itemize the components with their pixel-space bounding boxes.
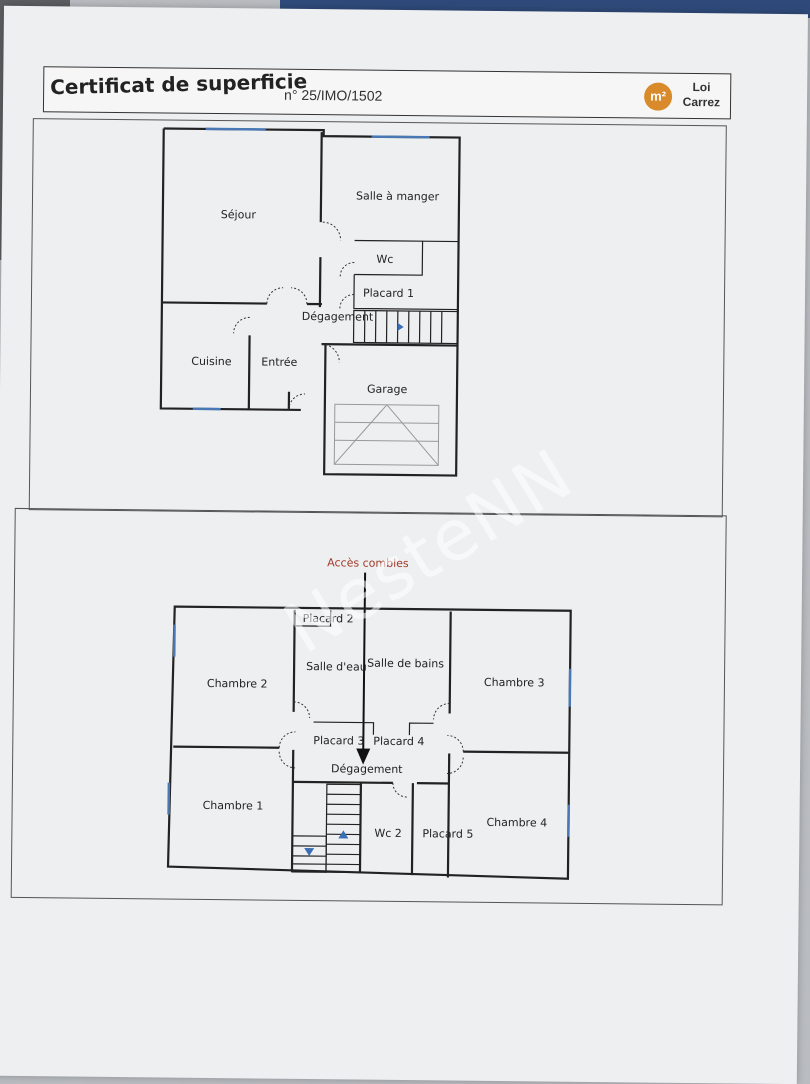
gf-window-sejour	[206, 129, 266, 130]
certificate-title: Certificat de superficie	[50, 69, 308, 99]
gf-door-wc	[340, 262, 354, 276]
room-salle-de-bains: Salle de bains	[367, 657, 444, 671]
gf-garage-door	[334, 404, 439, 465]
gf-door-placard	[340, 294, 354, 308]
gf-door-cuisine	[234, 317, 250, 333]
ff-door-sde	[294, 702, 310, 718]
gf-wall-cuisine-entree	[249, 335, 250, 409]
room-placard-4: Placard 4	[373, 735, 424, 749]
room-sejour: Séjour	[221, 208, 257, 221]
room-salle-a-manger: Salle à manger	[356, 189, 440, 203]
ff-wall-deg-ch4	[448, 753, 449, 877]
document-page: Certificat de superficie n° 25/IMO/1502 …	[0, 6, 808, 1084]
room-placard-1: Placard 1	[363, 287, 414, 301]
ff-outer-wall	[168, 607, 571, 879]
gf-door-sam	[323, 222, 341, 240]
room-chambre-1: Chambre 1	[203, 799, 264, 813]
room-chambre-4: Chambre 4	[486, 816, 547, 830]
room-garage: Garage	[367, 383, 408, 396]
certificate-number: n° 25/IMO/1502	[284, 87, 382, 104]
gf-window-sam	[372, 137, 430, 138]
ff-door-sdb	[434, 703, 450, 719]
ff-wall-ch3-ch4	[463, 752, 569, 753]
gf-door-sejour-1	[267, 288, 283, 304]
room-entree: Entrée	[261, 356, 297, 369]
ff-placard-4-walls	[409, 723, 433, 735]
room-cuisine: Cuisine	[191, 355, 232, 368]
room-placard-3: Placard 3	[313, 734, 364, 748]
gf-wall-sejour-cuisine	[162, 302, 267, 303]
gf-wall-sejour-deg	[320, 257, 321, 307]
loi-carrez-badge: Loi Carrez	[683, 80, 721, 110]
gf-door-sejour-2	[291, 288, 307, 304]
room-degagement-ff: Dégagement	[331, 762, 403, 776]
badge-line-2: Carrez	[683, 95, 721, 110]
ff-wall-ch2-ch1	[173, 747, 279, 748]
room-chambre-3: Chambre 3	[484, 676, 545, 690]
badge-line-1: Loi	[683, 80, 721, 95]
ff-stairs	[292, 784, 361, 873]
ground-floor-drawing: Séjour Salle à manger Wc Placard 1 Dégag…	[30, 119, 726, 516]
ground-floor-plan: Séjour Salle à manger Wc Placard 1 Dégag…	[29, 118, 727, 517]
gf-door-entree	[289, 394, 305, 410]
m2-logo-icon: m²	[644, 82, 672, 110]
room-wc: Wc	[376, 253, 393, 266]
room-degagement-gf: Dégagement	[302, 310, 374, 324]
gf-wall-garage-top	[321, 344, 457, 345]
gf-door-garage	[321, 344, 339, 362]
ff-wall-wc2-placard5	[412, 783, 413, 875]
ff-door-ch2	[279, 732, 295, 748]
room-placard-5: Placard 5	[422, 827, 473, 841]
certificate-header: Certificat de superficie n° 25/IMO/1502 …	[43, 66, 731, 119]
gf-wall-sejour-sam	[321, 132, 322, 222]
ff-wall-deg-bottom	[293, 782, 393, 783]
room-wc-2: Wc 2	[374, 827, 402, 840]
room-chambre-2: Chambre 2	[207, 677, 268, 691]
ff-wall-sdb-ch3	[450, 612, 451, 714]
ff-door-wc2	[393, 783, 407, 797]
ff-door-ch3	[447, 735, 463, 751]
